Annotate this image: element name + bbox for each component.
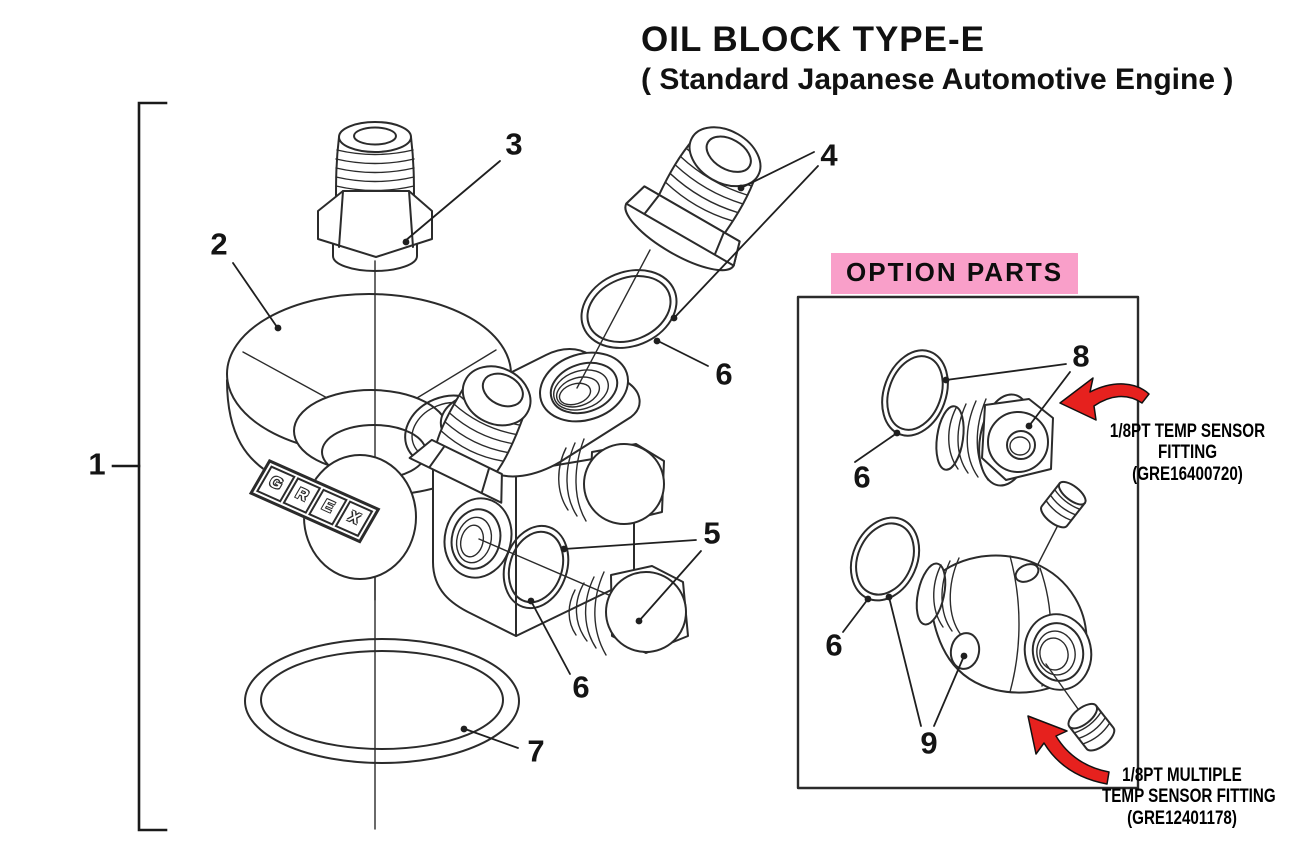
page-title: OIL BLOCK TYPE-E ( Standard Japanese Aut… [641,20,1233,97]
leader-lines [232,151,1071,749]
title-line-2: ( Standard Japanese Automotive Engine ) [641,63,1234,96]
part-8-temp-sensor-fitting [935,393,1054,487]
red-arrow-bottom [1027,715,1110,785]
block-side-plug [558,438,665,525]
central-block [404,348,665,637]
temp-sensor-fitting-line1: 1/8PT TEMP SENSOR [1109,421,1266,442]
callout-1: 1 [88,446,106,482]
callout-4: 4 [820,137,838,173]
option-parts-box [796,295,1140,790]
temp-sensor-fitting-line3: (GRE16400720) [1132,463,1243,485]
option-small-plug-bottom [1067,702,1116,752]
axis-plug-top [1034,526,1058,571]
part-9-multi-sensor-adaptor [915,554,1093,694]
multi-temp-sensor-fitting-line2: TEMP SENSOR FITTING [1102,786,1276,808]
callout-6-option-bottom: 6 [825,627,843,663]
callout-5: 5 [703,515,721,551]
callout-7: 7 [527,733,545,769]
red-arrow-top [1059,377,1150,421]
option-parts-header: OPTION PARTS [831,253,1079,294]
part-3-union-fitting [317,121,433,272]
callout-6-bottom: 6 [572,669,590,705]
title-line-1: OIL BLOCK TYPE-E [641,20,985,59]
assembly-bracket [111,101,168,832]
part-6-o-ring-mid [502,524,570,610]
axis-part-4 [576,249,651,389]
callout-6-top: 6 [715,356,733,392]
callout-9: 9 [920,725,938,761]
part-4-an-fitting [624,126,762,272]
multi-temp-sensor-fitting-line1: 1/8PT MULTIPLE [1122,765,1242,786]
callout-8: 8 [1072,338,1090,374]
callout-3: 3 [505,126,523,162]
callout-2: 2 [210,226,228,262]
block-an-fitting [408,365,532,504]
temp-sensor-fitting-label: 1/8PT TEMP SENSOR FITTING (GRE16400720) [1110,421,1266,485]
option-small-plug-top [1040,480,1087,529]
multi-temp-sensor-fitting-line3: (GRE12401178) [1127,807,1237,829]
multi-temp-sensor-fitting-label: 1/8PT MULTIPLE TEMP SENSOR FITTING (GRE1… [1102,765,1276,829]
part-6-o-ring-top [580,269,678,349]
callout-6-option-top: 6 [853,459,871,495]
temp-sensor-fitting-line2: FITTING [1157,442,1218,464]
part-7-large-o-ring [244,638,520,764]
axis-plug-bottom [1045,663,1084,717]
